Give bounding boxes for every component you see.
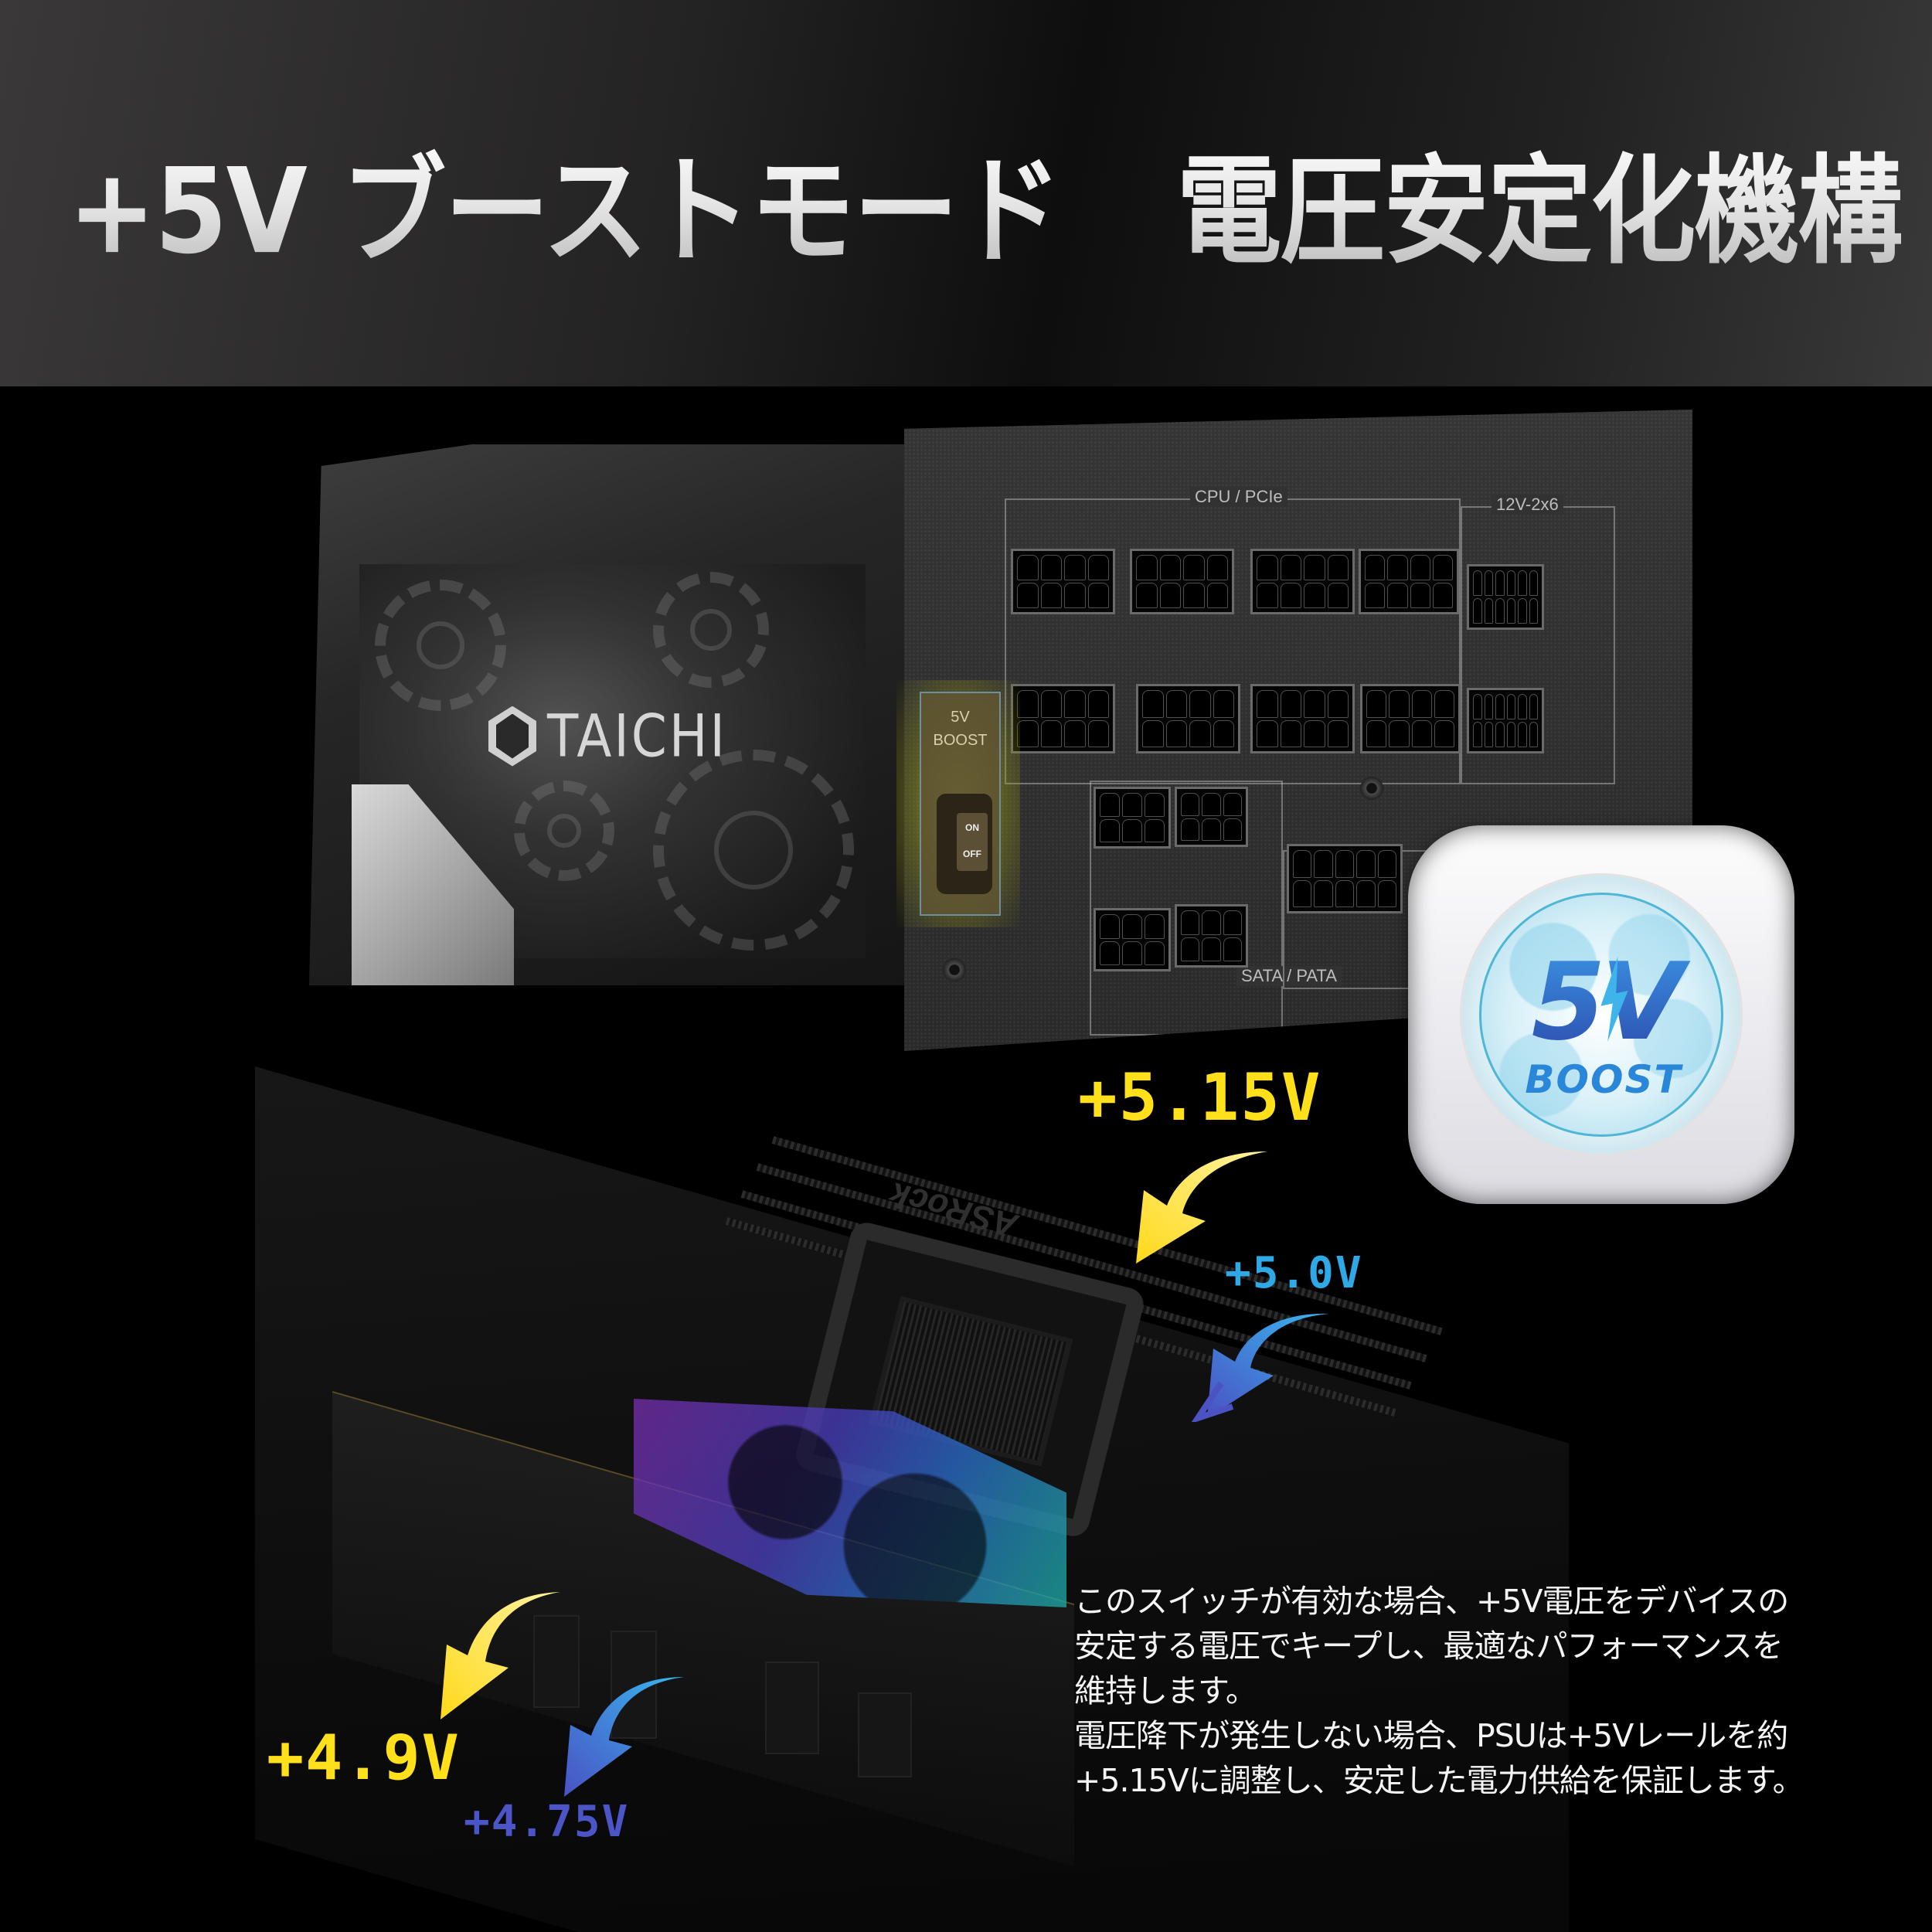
taichi-wordmark: TAICHI	[547, 702, 727, 770]
taichi-logo: TAICHI	[488, 699, 727, 773]
5v-boost-badge: 5V BOOST	[1408, 825, 1794, 1204]
rocker-face: ON OFF	[957, 813, 988, 871]
mb-24pin-connector	[1287, 844, 1403, 913]
description-line: 維持します。	[1074, 1672, 1257, 1709]
feature-description: このスイッチが有効な場合、+5V電圧をデバイスの 安定する電圧でキープし、最適な…	[1074, 1579, 1893, 1803]
voltage-boost-output: +5.15V	[1078, 1060, 1322, 1135]
sata-connector	[1175, 904, 1248, 968]
description-line: +5.15Vに調整し、安定した電力供給を保証します。	[1074, 1762, 1804, 1799]
io-port	[765, 1662, 819, 1754]
title-voltage-stabilization: 電圧安定化機構	[1176, 143, 1902, 281]
boost-switch-panel: 5V BOOST ON OFF	[920, 692, 1001, 916]
voltage-standard-output: +5.0V	[1225, 1248, 1363, 1298]
sata-connector	[1175, 787, 1248, 847]
screw	[1360, 777, 1383, 800]
switch-on-label: ON	[965, 822, 979, 833]
badge-ring: 5V BOOST	[1462, 876, 1740, 1154]
yellow-curved-arrow-icon	[1136, 1151, 1267, 1264]
title-boost-mode: +5V ブーストモード	[68, 143, 1061, 281]
taichi-emblem-icon	[488, 706, 536, 767]
gpu-12v-label: 12V-2x6	[1492, 495, 1563, 515]
switch-off-label: OFF	[963, 849, 981, 859]
description-line: 電圧降下が発生しない場合、PSUは+5Vレールを約	[1074, 1717, 1788, 1754]
pcie-connector	[1250, 549, 1355, 614]
pcie-connector	[1136, 684, 1240, 753]
description-line: 安定する電圧でキープし、最適なパフォーマンスを	[1074, 1628, 1784, 1665]
switch-label-boost: BOOST	[933, 732, 988, 749]
description-line: このスイッチが有効な場合、+5V電圧をデバイスの	[1074, 1583, 1789, 1620]
gear-icon	[653, 572, 769, 688]
switch-label-5v: 5V	[951, 709, 970, 726]
voltage-standard-device: +4.75V	[464, 1797, 630, 1847]
pcie-connector	[1360, 684, 1461, 753]
page-title: +5V ブーストモード 電圧安定化機構	[68, 128, 1901, 274]
sata-connector	[1094, 908, 1171, 971]
voltage-boost-device: +4.9V	[267, 1722, 461, 1794]
badge-boost-text: BOOST	[1525, 1057, 1682, 1102]
cpu-pcie-label: CPU / PCIe	[1190, 487, 1287, 507]
pcie-connector	[1250, 684, 1355, 753]
pcie-connector	[1011, 684, 1115, 753]
boost-rocker-switch[interactable]: ON OFF	[937, 794, 992, 894]
blue-curved-arrow-icon	[564, 1677, 684, 1797]
pcie-connector	[1011, 549, 1115, 614]
header-banner: +5V ブーストモード 電圧安定化機構	[0, 0, 1932, 386]
screw	[943, 958, 966, 981]
yellow-curved-arrow-icon	[440, 1592, 560, 1719]
gear-icon	[653, 750, 854, 951]
gear-icon	[514, 781, 614, 881]
pcie-connector	[1359, 549, 1459, 614]
sata-pata-label: SATA / PATA	[1236, 966, 1342, 986]
sata-connector	[1094, 787, 1171, 849]
12v-2x6-connector	[1467, 564, 1544, 630]
badge-core: 5V BOOST	[1479, 893, 1723, 1137]
blue-curved-arrow-icon	[1191, 1313, 1329, 1422]
12v-2x6-connector	[1467, 688, 1544, 753]
io-port	[533, 1615, 580, 1708]
pcie-connector	[1130, 549, 1234, 614]
io-port	[858, 1692, 912, 1777]
gear-icon	[375, 580, 506, 711]
